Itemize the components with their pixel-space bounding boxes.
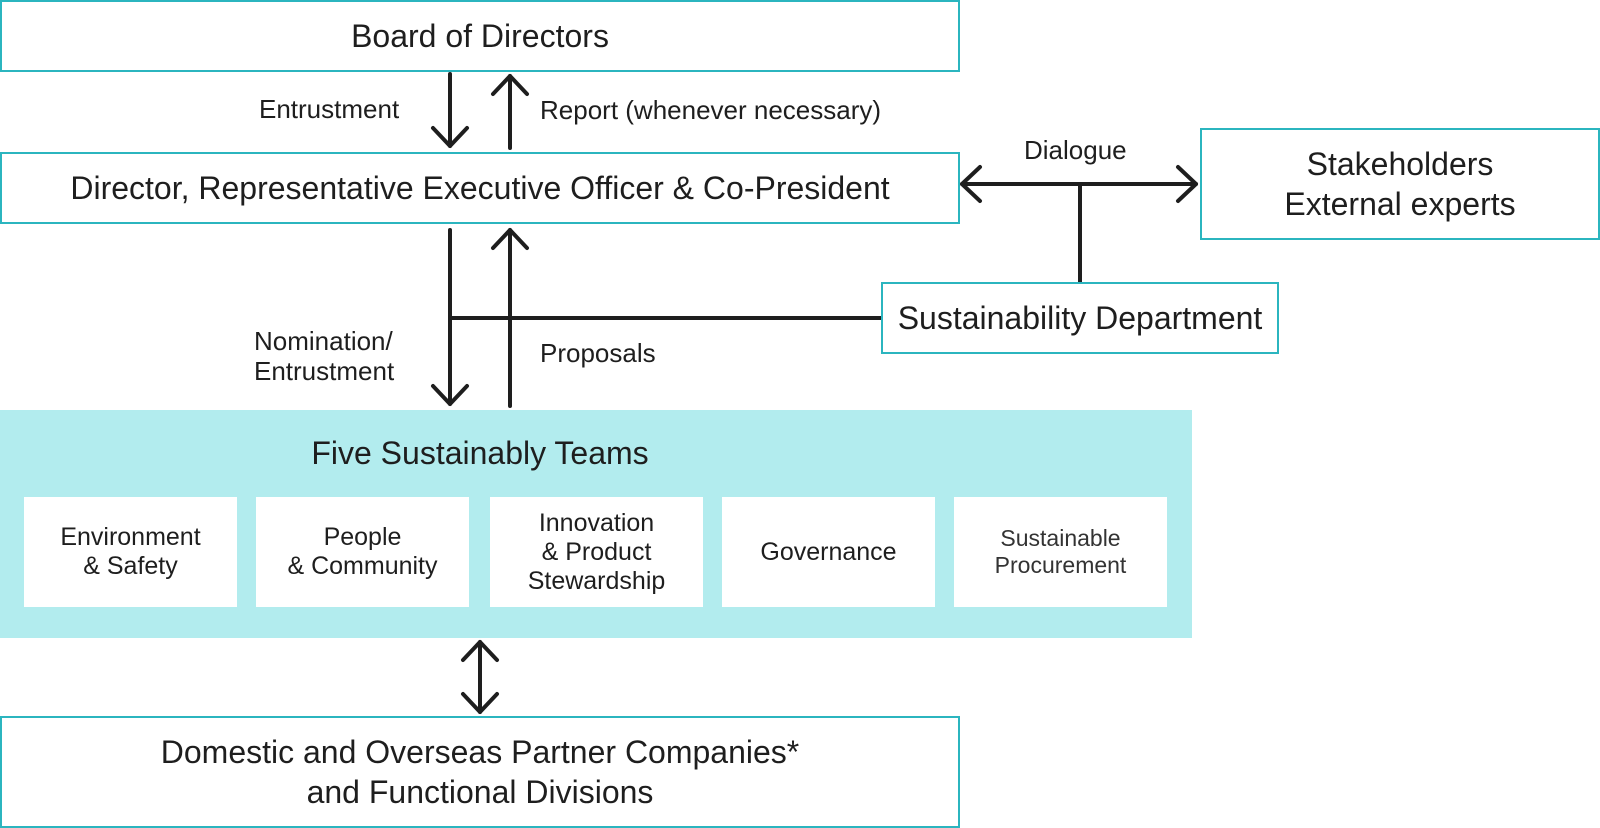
- director-label: Director, Representative Executive Offic…: [70, 169, 890, 206]
- partners-label-line2: and Functional Divisions: [306, 774, 654, 810]
- team-card-environment-safety: Environment & Safety: [24, 497, 237, 607]
- nomination-label-line2: Entrustment: [254, 356, 395, 386]
- team-card-innovation-product-stewardship: Innovation & Product Stewardship: [490, 497, 703, 607]
- partners-box: Domestic and Overseas Partner Companies*…: [0, 716, 960, 828]
- nomination-label-line1: Nomination/: [254, 326, 393, 356]
- stakeholders-label: Stakeholders: [1306, 146, 1494, 182]
- dialogue-label: Dialogue: [1024, 135, 1127, 165]
- entrustment-arrow: [431, 72, 469, 148]
- team-card-line: Governance: [760, 537, 897, 566]
- team-card-line: & Product: [541, 537, 652, 566]
- teams-partners-arrow: [461, 640, 499, 714]
- dialogue-arrow: [960, 165, 1198, 284]
- stakeholders-box: Stakeholders External experts: [1200, 128, 1600, 240]
- team-card-line: & Safety: [83, 552, 178, 580]
- sustainability-department-label: Sustainability Department: [897, 299, 1263, 336]
- team-card-governance: Governance: [722, 497, 935, 607]
- report-label: Report (whenever necessary): [540, 95, 882, 125]
- board-of-directors-box: Board of Directors: [0, 0, 960, 72]
- teams-title: Five Sustainably Teams: [311, 435, 649, 471]
- entrustment-label: Entrustment: [259, 94, 400, 124]
- team-card-line: Sustainable: [1000, 525, 1121, 551]
- team-card-line: People: [323, 523, 402, 551]
- board-of-directors-label: Board of Directors: [351, 17, 609, 54]
- partners-label-line1: Domestic and Overseas Partner Companies*: [160, 734, 800, 770]
- team-card-line: & Community: [287, 552, 438, 580]
- nomination-label: Nomination/ Entrustment: [254, 326, 394, 386]
- external-experts-label: External experts: [1284, 186, 1516, 222]
- report-arrow: [491, 74, 529, 150]
- team-card-line: Procurement: [994, 552, 1127, 578]
- team-card-sustainable-procurement: Sustainable Procurement: [954, 497, 1167, 607]
- proposals-label: Proposals: [540, 338, 656, 368]
- team-card-line: Innovation: [538, 508, 655, 537]
- director-box: Director, Representative Executive Offic…: [0, 152, 960, 224]
- team-card-line: Stewardship: [527, 566, 666, 595]
- team-card-people-community: People & Community: [256, 497, 469, 607]
- sustainability-department-box: Sustainability Department: [881, 282, 1279, 354]
- team-card-line: Environment: [60, 523, 201, 551]
